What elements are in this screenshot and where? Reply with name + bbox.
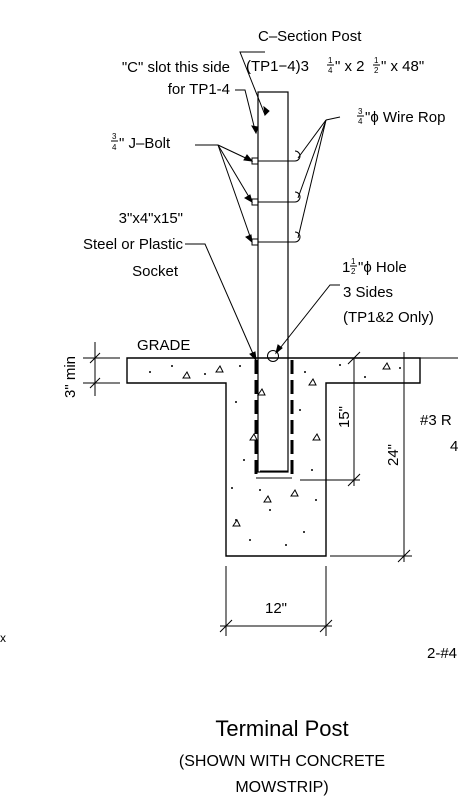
socket-label-line1: 3"x4"x15" xyxy=(119,210,183,227)
dim-15-label: 15" xyxy=(336,406,353,428)
caption-title: Terminal Post xyxy=(215,716,348,741)
c-section-label-line2: (TP1−4)3 1 4 " x 2 1 2 " x 48" xyxy=(246,56,424,75)
concrete-mowstrip-footing xyxy=(126,357,421,557)
three-min-label: 3" min xyxy=(62,356,79,398)
j-bolt-label: 3 4 " J–Bolt xyxy=(111,132,171,152)
jbolt-text: " J–Bolt xyxy=(119,135,171,152)
c-section-dim-post: " x 48" xyxy=(381,58,424,75)
c-section-frac1-den: 4 xyxy=(328,66,333,75)
grade-label: GRADE xyxy=(137,337,190,354)
hole-pre: 1 xyxy=(342,259,350,276)
concrete-aggregate-triangles xyxy=(182,362,391,527)
rebar-fragment: 4 xyxy=(450,438,458,455)
c-section-frac2-num: 1 xyxy=(374,56,379,65)
jbolt-frac-den: 4 xyxy=(112,143,117,152)
hole-frac-den: 2 xyxy=(351,267,356,276)
wire-rope-label: 3 4 "ϕ Wire Rop xyxy=(357,107,445,126)
c-section-label-line1: C–Section Post xyxy=(258,28,362,45)
caption-line3: MOWSTRIP) xyxy=(235,779,328,796)
hole-label: 1 1 2 "ϕ Hole xyxy=(342,257,407,276)
dim-12-label: 12" xyxy=(265,600,287,617)
c-section-dim-pre: (TP1−4)3 xyxy=(246,58,309,75)
j-bolts xyxy=(251,150,301,246)
c-slot-label-line2: for TP1-4 xyxy=(168,81,230,98)
socket-label-line3: Socket xyxy=(132,263,179,280)
concrete-speckle-pattern xyxy=(149,364,401,546)
hole-text: "ϕ Hole xyxy=(358,259,407,276)
hole-label-line2: 3 Sides xyxy=(343,284,393,301)
jbolt-frac-num: 3 xyxy=(112,132,117,141)
c-section-frac2-den: 2 xyxy=(374,66,379,75)
c-slot-label-line1: "C" slot this side xyxy=(122,59,230,76)
wire-frac-num: 3 xyxy=(358,107,363,116)
socket-label-line2: Steel or Plastic xyxy=(83,236,184,253)
leader-lines xyxy=(185,51,341,362)
c-section-dim-mid: " x 2 xyxy=(335,58,365,75)
rebar-2-label: 2-#4 xyxy=(427,645,457,662)
wire-frac-den: 4 xyxy=(358,117,363,126)
dim-24-label: 24" xyxy=(385,444,402,466)
socket-outline xyxy=(254,360,294,479)
caption-line2: (SHOWN WITH CONCRETE xyxy=(179,753,385,770)
c-section-frac1-num: 1 xyxy=(328,56,333,65)
hole-label-line3: (TP1&2 Only) xyxy=(343,309,434,326)
c-section-post xyxy=(257,91,289,473)
wire-rope-text: "ϕ Wire Rop xyxy=(365,109,445,126)
hole-frac-num: 1 xyxy=(351,257,356,266)
dimension-lines xyxy=(83,342,412,636)
edge-mark: x xyxy=(0,631,6,645)
hole-circle xyxy=(267,350,279,362)
rebar-3-label: #3 R xyxy=(420,412,452,429)
